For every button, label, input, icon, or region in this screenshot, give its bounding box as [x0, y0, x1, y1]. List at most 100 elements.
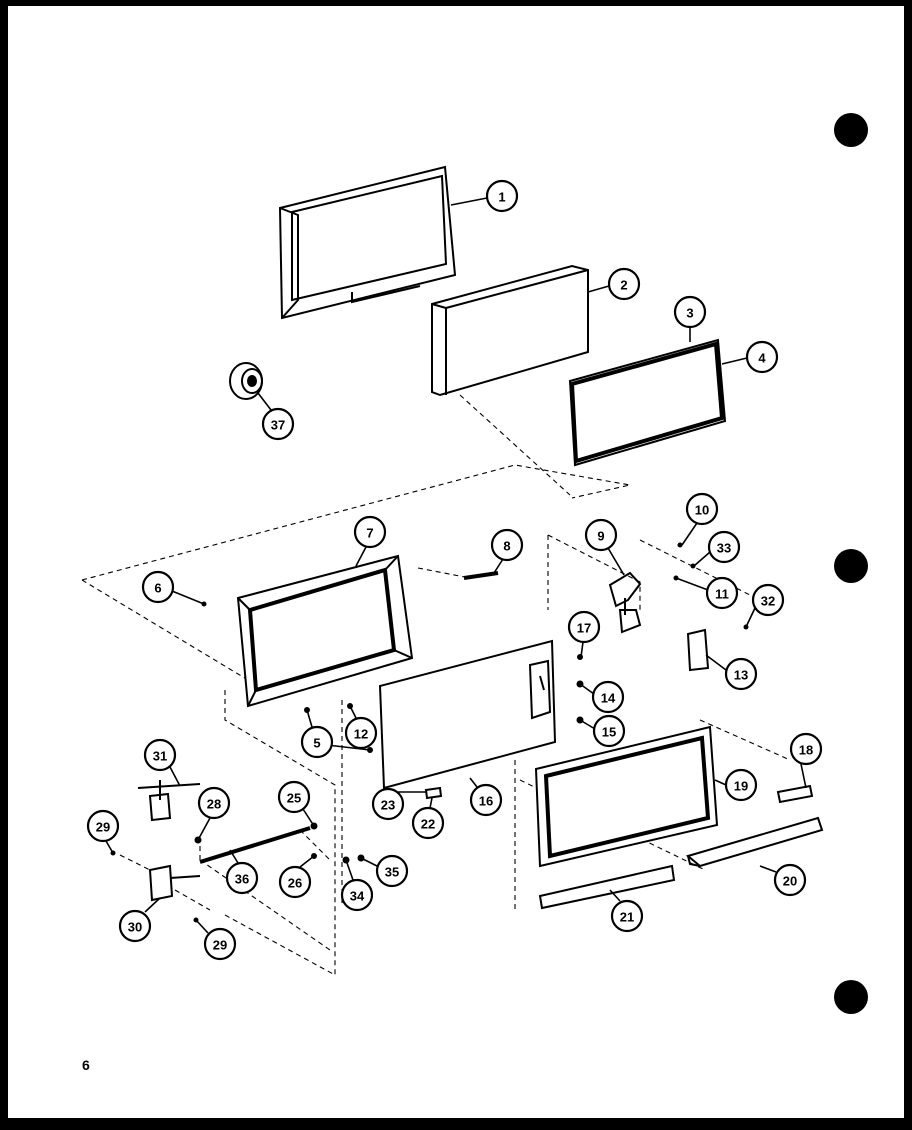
callout-18: 18 — [789, 732, 823, 766]
callout-circle — [584, 518, 618, 552]
leader-lines — [105, 197, 807, 934]
part-3-4-glass — [568, 338, 727, 467]
callout-label: 23 — [381, 798, 395, 813]
callout-13: 13 — [724, 657, 758, 691]
registration-mark-top — [834, 113, 868, 147]
callout-circle — [141, 570, 175, 604]
callout-label: 11 — [715, 587, 729, 602]
callout-label: 13 — [734, 668, 748, 683]
part-37-roller — [229, 362, 263, 400]
callout-30: 30 — [118, 909, 152, 943]
callout-10: 10 — [685, 492, 719, 526]
callout-2: 2 — [607, 267, 641, 301]
callout-circle — [411, 806, 445, 840]
callout-label: 4 — [758, 351, 766, 366]
callout-label: 18 — [799, 743, 813, 758]
callout-circle — [469, 783, 503, 817]
callout-label: 17 — [577, 621, 591, 636]
callout-circle — [745, 340, 779, 374]
callout-35: 35 — [375, 854, 409, 888]
callout-label: 37 — [271, 418, 285, 433]
part-8-bracket — [463, 571, 499, 580]
callout-circle — [705, 576, 739, 610]
callout-7: 7 — [353, 515, 387, 549]
callout-circle — [143, 738, 177, 772]
callout-17: 17 — [567, 610, 601, 644]
callout-9: 9 — [584, 518, 618, 552]
callout-circle — [490, 528, 524, 562]
callout-label: 5 — [313, 736, 320, 751]
callout-12: 12 — [344, 716, 378, 750]
callout-28: 28 — [197, 786, 231, 820]
callout-circle — [340, 878, 374, 912]
callout-circle — [344, 716, 378, 750]
callout-circle — [375, 854, 409, 888]
callout-circle — [567, 610, 601, 644]
callout-26: 26 — [278, 865, 312, 899]
part-1-frame — [278, 165, 457, 320]
part-13-block — [686, 628, 710, 672]
part-2-panel — [431, 264, 589, 397]
callout-label: 36 — [235, 872, 249, 887]
callout-circle — [261, 407, 295, 441]
callout-label: 31 — [153, 749, 167, 764]
callout-label: 29 — [96, 820, 110, 835]
part-31-bracket — [137, 780, 201, 822]
callout-14: 14 — [591, 680, 625, 714]
registration-mark-middle — [834, 549, 868, 583]
callout-25: 25 — [277, 780, 311, 814]
callout-circle — [203, 927, 237, 961]
callout-circle — [773, 863, 807, 897]
callout-circle — [591, 680, 625, 714]
callout-circle — [673, 295, 707, 329]
callout-22: 22 — [411, 806, 445, 840]
callout-circle — [789, 732, 823, 766]
callout-31: 31 — [143, 738, 177, 772]
callout-circle — [485, 179, 519, 213]
callout-11: 11 — [705, 576, 739, 610]
callout-5: 5 — [300, 725, 334, 759]
part-19-frame — [534, 725, 719, 868]
callout-15: 15 — [592, 714, 626, 748]
part-9-hinge — [608, 571, 642, 634]
callout-label: 25 — [287, 791, 301, 806]
part-16-panel — [378, 639, 557, 790]
callout-label: 3 — [686, 306, 693, 321]
callout-label: 29 — [213, 938, 227, 953]
callout-label: 28 — [207, 797, 221, 812]
callout-label: 19 — [734, 779, 748, 794]
callout-label: 10 — [695, 503, 709, 518]
callout-label: 26 — [288, 876, 302, 891]
callout-label: 16 — [479, 794, 493, 809]
callout-label: 22 — [421, 817, 435, 832]
callout-label: 30 — [128, 920, 142, 935]
callout-8: 8 — [490, 528, 524, 562]
callout-label: 8 — [503, 539, 510, 554]
callout-21: 21 — [610, 899, 644, 933]
callout-label: 6 — [154, 581, 161, 596]
diagram-sheet — [8, 6, 904, 1118]
page-number: 6 — [82, 1057, 90, 1073]
registration-mark-bottom — [834, 980, 868, 1014]
part-22-clip — [424, 786, 443, 800]
callout-circle — [225, 861, 259, 895]
callout-16: 16 — [469, 783, 503, 817]
callout-circle — [278, 865, 312, 899]
callout-37: 37 — [261, 407, 295, 441]
part-21-strip — [538, 864, 676, 910]
part-36-rod — [199, 826, 311, 864]
callout-6: 6 — [141, 570, 175, 604]
callout-label: 9 — [597, 529, 604, 544]
callout-label: 1 — [498, 190, 505, 205]
callout-20: 20 — [773, 863, 807, 897]
callout-label: 20 — [783, 874, 797, 889]
callout-29: 29 — [203, 927, 237, 961]
callout-29: 29 — [86, 809, 120, 843]
callout-circle — [353, 515, 387, 549]
callout-label: 33 — [717, 541, 731, 556]
callout-34: 34 — [340, 878, 374, 912]
callout-3: 3 — [673, 295, 707, 329]
callout-23: 23 — [371, 787, 405, 821]
